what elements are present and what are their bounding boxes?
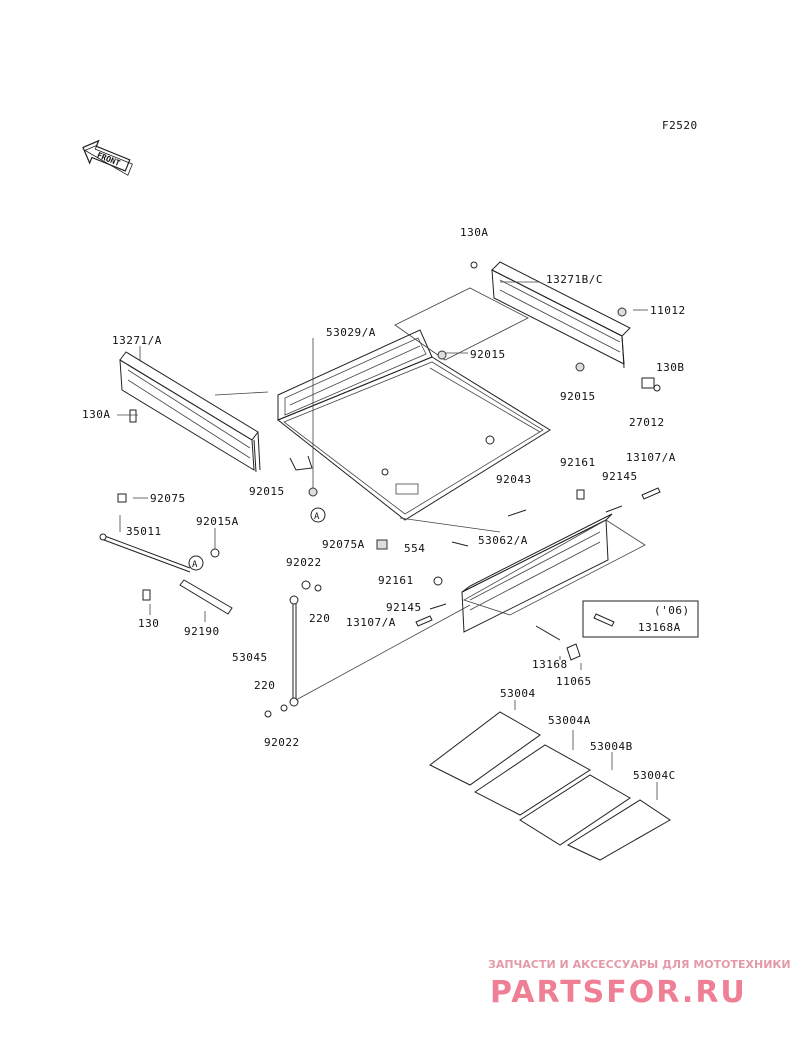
- label-220-top: 220: [309, 612, 330, 625]
- label-130A-left: 130A: [82, 408, 111, 421]
- cargo-bed-floor: [277, 329, 551, 533]
- label-92015-right: 92015: [560, 390, 596, 403]
- floor-mats: [429, 711, 671, 861]
- label-554: 554: [404, 542, 425, 555]
- label-13107A-top: 13107/A: [626, 451, 676, 464]
- watermark: ЗАПЧАСТИ И АКСЕССУАРЫ ДЛЯ МОТОТЕХНИКИ PA…: [488, 958, 791, 1010]
- callout-a-stay: A: [188, 555, 204, 571]
- label-92015-center: 92015: [470, 348, 506, 361]
- label-53004A: 53004A: [548, 714, 591, 727]
- svg-text:A: A: [314, 512, 320, 522]
- label-92161-top: 92161: [560, 456, 596, 469]
- leader-lines: [117, 281, 658, 800]
- label-130A-top: 130A: [460, 226, 489, 239]
- label-27012: 27012: [629, 416, 665, 429]
- label-130: 130: [138, 617, 159, 630]
- label-53004C: 53004C: [633, 769, 676, 782]
- label-92145-mid: 92145: [386, 601, 422, 614]
- label-92043: 92043: [496, 473, 532, 486]
- label-92022-top: 92022: [286, 556, 322, 569]
- label-13271A: 13271/A: [112, 334, 162, 347]
- label-13271BC: 13271B/C: [546, 273, 603, 286]
- inset-box: ('06) 13168A: [582, 600, 699, 638]
- callout-a-floor: A: [310, 507, 326, 523]
- tailgate: [461, 513, 646, 633]
- label-53004B: 53004B: [590, 740, 633, 753]
- label-35011: 35011: [126, 525, 162, 538]
- front-arrow-icon: FRONT: [82, 139, 133, 176]
- inset-year: ('06): [654, 604, 690, 617]
- label-92190: 92190: [184, 625, 220, 638]
- inset-part: 13168A: [638, 621, 681, 634]
- rod-92190: [179, 579, 233, 615]
- label-53062A: 53062/A: [478, 534, 528, 547]
- fasteners: [117, 261, 661, 718]
- stay-bar: [99, 533, 191, 573]
- label-92161-mid: 92161: [378, 574, 414, 587]
- cable-53045: [289, 595, 471, 707]
- label-11065: 11065: [556, 675, 592, 688]
- label-53004: 53004: [500, 687, 536, 700]
- label-53045: 53045: [232, 651, 268, 664]
- label-11012: 11012: [650, 304, 686, 317]
- label-92022-bottom: 92022: [264, 736, 300, 749]
- label-92015-left: 92015: [249, 485, 285, 498]
- label-13107A-mid: 13107/A: [346, 616, 396, 629]
- diagram-code: F2520: [662, 119, 698, 132]
- label-130B: 130B: [656, 361, 685, 374]
- watermark-brand: PARTSFOR.RU: [490, 975, 747, 1010]
- label-92015A: 92015A: [196, 515, 239, 528]
- label-13168: 13168: [532, 658, 568, 671]
- label-92075: 92075: [150, 492, 186, 505]
- label-53029A: 53029/A: [326, 326, 376, 339]
- label-92145-top: 92145: [602, 470, 638, 483]
- right-side-panel: [491, 261, 631, 369]
- left-side-panel: [119, 351, 261, 473]
- label-220-bottom: 220: [254, 679, 275, 692]
- svg-text:A: A: [192, 560, 198, 570]
- label-92075A: 92075A: [322, 538, 365, 551]
- bed-cover-outline: [394, 287, 529, 361]
- part-labels: 130A 13271B/C 11012 53029/A 92015 13271/…: [82, 226, 686, 782]
- watermark-tagline: ЗАПЧАСТИ И АКСЕССУАРЫ ДЛЯ МОТОТЕХНИКИ: [488, 958, 791, 971]
